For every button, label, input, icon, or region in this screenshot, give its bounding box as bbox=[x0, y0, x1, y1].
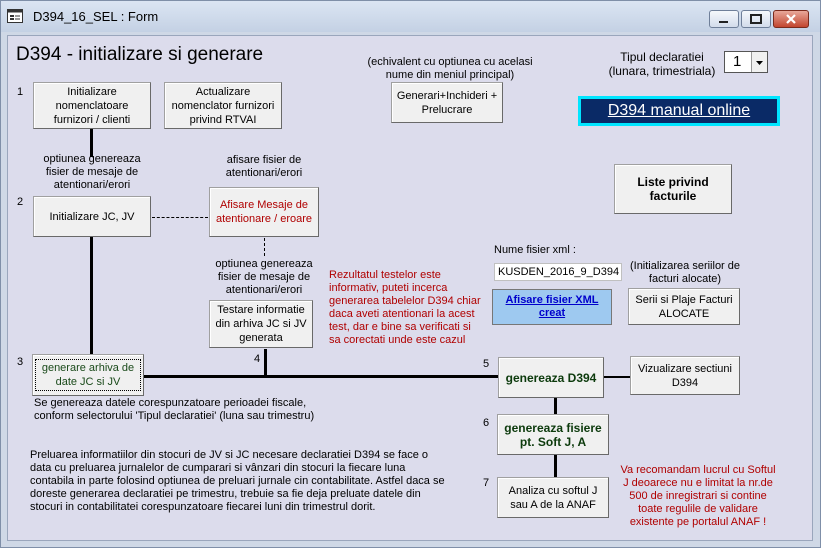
analiza-soft-button[interactable]: Analiza cu softul J sau A de la ANAF bbox=[497, 477, 609, 518]
step-number-7: 7 bbox=[483, 477, 490, 489]
connector-line bbox=[264, 349, 267, 376]
step-number-2: 2 bbox=[17, 196, 24, 208]
connector-line bbox=[90, 237, 93, 357]
generari-inchideri-button[interactable]: Generari+Inchideri + Prelucrare bbox=[391, 82, 503, 123]
close-button[interactable] bbox=[773, 10, 809, 28]
vizualizare-sectiuni-button[interactable]: Vizualizare sectiuni D394 bbox=[630, 356, 740, 395]
afisare-mesaje-button[interactable]: Afisare Mesaje de atentionare / eroare bbox=[209, 187, 319, 237]
rezultatul-note: Rezultatul testelor este informativ, put… bbox=[329, 269, 481, 346]
serii-plaje-button[interactable]: Serii si Plaje Facturi ALOCATE bbox=[628, 288, 740, 325]
genereaza-d394-button[interactable]: genereaza D394 bbox=[498, 357, 604, 398]
tip-declaratie-value: 1 bbox=[733, 53, 742, 70]
optiunea-label-2: optiunea genereaza fisier de mesaje de a… bbox=[215, 258, 313, 296]
connector-line bbox=[90, 129, 93, 157]
dropdown-button[interactable] bbox=[751, 52, 767, 72]
liste-facturi-button[interactable]: Liste privind facturile bbox=[614, 164, 732, 214]
echivalent-note: (echivalent cu optiunea cu acelasi nume … bbox=[367, 56, 533, 81]
connector-line bbox=[554, 398, 557, 420]
connector-line bbox=[142, 375, 498, 378]
dashed-connector bbox=[264, 238, 265, 256]
title-bar: D394_16_SEL : Form bbox=[1, 1, 820, 32]
step-number-1: 1 bbox=[17, 86, 24, 98]
initializare-jc-jv-button[interactable]: Initializare JC, JV bbox=[33, 196, 151, 237]
testare-informatie-button[interactable]: Testare informatie din arhiva JC si JV g… bbox=[209, 300, 313, 348]
tip-declaratie-label: Tipul declaratiei (lunara, trimestriala) bbox=[608, 50, 716, 78]
restore-icon bbox=[750, 14, 762, 24]
minimize-button[interactable] bbox=[709, 10, 739, 28]
afisare-fisier-label: afisare fisier de atentionari/erori bbox=[225, 154, 303, 179]
form-icon bbox=[7, 9, 23, 23]
step-number-3: 3 bbox=[17, 356, 24, 368]
afisare-fisier-xml-button[interactable]: Afisare fisier XML creat bbox=[492, 289, 612, 325]
manual-online-link[interactable]: D394 manual online bbox=[578, 96, 780, 126]
actualizare-nomenclator-button[interactable]: Actualizare nomenclator furnizori privin… bbox=[164, 82, 282, 129]
restore-button[interactable] bbox=[741, 10, 771, 28]
init-nomenclatoare-button[interactable]: Initializare nomenclatoare furnizori / c… bbox=[33, 82, 151, 129]
close-icon bbox=[786, 14, 796, 24]
optiunea-label-1: optiunea genereaza fisier de mesaje de a… bbox=[43, 153, 141, 191]
form-body: D394 - initializare si generare (echival… bbox=[7, 35, 813, 541]
initializarea-seriilor-label: (Initializarea seriilor de facturi aloca… bbox=[629, 260, 741, 285]
connector-line bbox=[604, 376, 630, 378]
connector-line bbox=[554, 455, 557, 477]
step-number-4: 4 bbox=[254, 353, 261, 365]
preluarea-note: Preluarea informatiilor din stocuri de J… bbox=[30, 449, 445, 513]
minimize-icon bbox=[719, 21, 728, 23]
page-title: D394 - initializare si generare bbox=[16, 44, 264, 65]
step-number-5: 5 bbox=[483, 358, 490, 370]
xml-filename-field[interactable]: KUSDEN_2016_9_D394 bbox=[494, 263, 622, 281]
nume-fisier-xml-label: Nume fisier xml : bbox=[494, 244, 576, 256]
recomandam-note: Va recomandam lucrul cu Softul J deoarec… bbox=[620, 464, 776, 528]
step-number-6: 6 bbox=[483, 417, 490, 429]
se-genereaza-note: Se genereaza datele corespunzatoare peri… bbox=[34, 397, 315, 422]
dashed-connector bbox=[152, 217, 208, 218]
generare-arhiva-button[interactable]: generare arhiva de date JC si JV bbox=[32, 354, 144, 396]
generare-arhiva-label: generare arhiva de date JC si JV bbox=[35, 359, 141, 391]
genereaza-fisiere-button[interactable]: genereaza fisiere pt. Soft J, A bbox=[497, 414, 609, 455]
tip-declaratie-select[interactable]: 1 bbox=[724, 51, 768, 73]
window-title: D394_16_SEL : Form bbox=[33, 9, 159, 24]
chevron-down-icon bbox=[756, 61, 763, 65]
